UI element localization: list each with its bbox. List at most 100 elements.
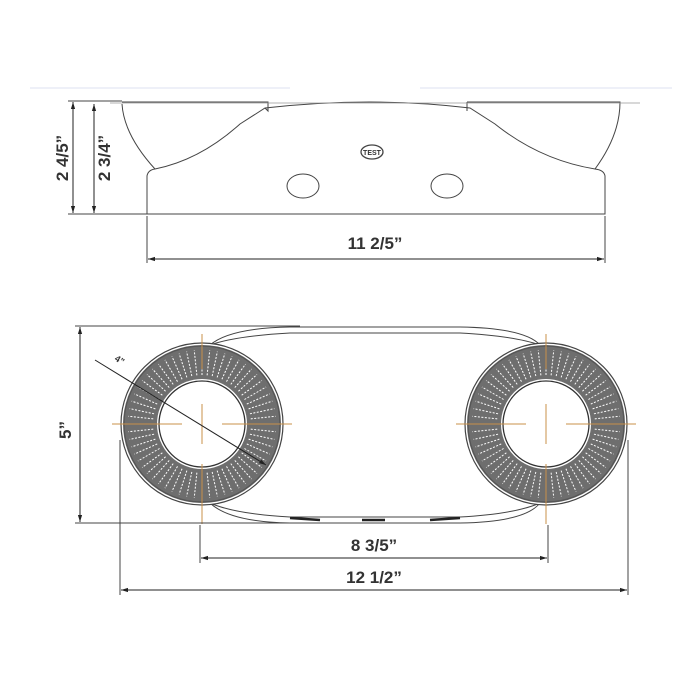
led-dot-row	[588, 386, 611, 400]
led-dot-row	[206, 350, 211, 376]
led-dot-row	[178, 470, 188, 495]
led-dot-row	[478, 443, 502, 455]
led-dot-row	[137, 448, 160, 462]
led-dot-row	[141, 380, 163, 396]
led-dot-row	[481, 448, 504, 462]
led-dot-row	[248, 438, 273, 448]
led-dot-row	[238, 456, 258, 474]
led-dot-row	[565, 468, 577, 492]
led-dot-row	[164, 359, 178, 382]
led-dot-row	[565, 356, 577, 380]
led-dot-row	[475, 438, 500, 448]
led-dot-row	[574, 363, 590, 385]
right-indicator	[430, 173, 464, 199]
led-dot-row	[502, 463, 518, 485]
led-dot-row	[206, 472, 211, 498]
led-dot-row	[146, 374, 166, 392]
led-dot-row	[560, 470, 570, 495]
led-dot-row	[134, 393, 158, 405]
led-dot-row	[560, 353, 570, 378]
led-dot-row	[593, 408, 619, 415]
led-dot-row	[508, 466, 522, 489]
led-dot-row	[550, 472, 555, 498]
test-button	[360, 144, 384, 160]
led-dot-row	[193, 472, 198, 498]
led-dot-row	[592, 400, 617, 410]
led-dot-row	[158, 363, 174, 385]
led-dot-row	[234, 460, 252, 480]
led-dot-row	[502, 363, 518, 385]
led-dot-row	[473, 408, 499, 415]
led-dot-row	[230, 463, 246, 485]
led-dot-row	[128, 428, 154, 433]
led-dot-row	[128, 415, 154, 420]
led-dot-row	[131, 400, 156, 410]
led-dot-row	[555, 471, 562, 497]
side-view	[68, 100, 640, 263]
led-dot-row	[481, 386, 504, 400]
led-dot-row	[246, 443, 270, 455]
led-dot-row	[537, 350, 542, 376]
led-dot-row	[246, 393, 270, 405]
led-dot-row	[550, 350, 555, 376]
led-dot-row	[590, 393, 614, 405]
led-dot-row	[485, 452, 507, 468]
led-dot-row	[141, 452, 163, 468]
led-dot-row	[211, 351, 218, 377]
led-dot-row	[152, 460, 170, 480]
led-dot-row	[250, 428, 276, 433]
led-dot-row	[186, 351, 193, 377]
led-dot-row	[588, 448, 611, 462]
led-dot-row	[230, 363, 246, 385]
led-dot-row	[226, 466, 240, 489]
height-overall-label: 2 4/5”	[53, 135, 72, 181]
led-dot-row	[593, 433, 619, 440]
body-outline-bottom	[209, 502, 541, 524]
led-dot-row	[475, 400, 500, 410]
led-dot-row	[129, 408, 155, 415]
lens-diameter-dimension	[94, 359, 267, 466]
right-lens-housing	[466, 101, 621, 170]
led-dot-row	[472, 415, 498, 420]
led-dot-row	[221, 356, 233, 380]
led-dot-row	[478, 393, 502, 405]
led-dot-row	[249, 433, 275, 440]
led-dot-row	[249, 408, 275, 415]
led-dot-row	[171, 468, 183, 492]
led-dot-row	[594, 415, 620, 420]
led-dot-row	[216, 470, 226, 495]
led-dot-row	[490, 456, 510, 474]
led-dot-row	[496, 460, 514, 480]
led-dot-row	[496, 368, 514, 388]
top-view	[75, 325, 636, 595]
led-dot-row	[515, 356, 527, 380]
lens-spacing-label: 8 3/5”	[351, 536, 397, 555]
lens-diameter-label: 4”	[113, 353, 126, 367]
led-dot-row	[211, 471, 218, 497]
width-body-label: 11 2/5”	[348, 234, 403, 253]
led-dot-row	[472, 428, 498, 433]
height-body-label: 2 3/4”	[95, 135, 114, 181]
led-dot-row	[582, 374, 602, 392]
led-dot-row	[248, 400, 273, 410]
test-button-label: TEST	[363, 150, 382, 157]
led-dot-row	[570, 466, 584, 489]
led-dot-row	[574, 463, 590, 485]
led-dot-row	[585, 452, 607, 468]
led-dot-row	[522, 353, 532, 378]
led-dot-row	[146, 456, 166, 474]
left-indicator	[286, 173, 320, 199]
led-dot-row	[234, 368, 252, 388]
led-dot-row	[131, 438, 156, 448]
led-dot-row	[590, 443, 614, 455]
led-dot-row	[152, 368, 170, 388]
led-dot-row	[129, 433, 155, 440]
led-dot-row	[244, 386, 267, 400]
led-dot-row	[570, 359, 584, 382]
depth-label: 5”	[56, 421, 75, 439]
led-dot-row	[473, 433, 499, 440]
led-dot-row	[592, 438, 617, 448]
led-dot-row	[490, 374, 510, 392]
led-dot-row	[585, 380, 607, 396]
